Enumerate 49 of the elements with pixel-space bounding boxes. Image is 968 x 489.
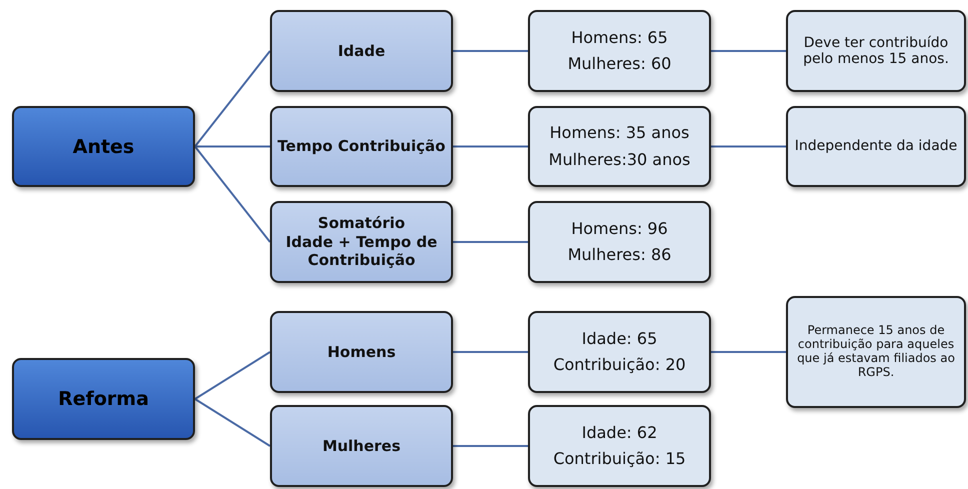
category-box bbox=[270, 10, 453, 92]
connector-line bbox=[453, 50, 528, 52]
box-text: Mulheres: 86 bbox=[568, 244, 672, 266]
box-text: Homens: 35 anos bbox=[550, 122, 690, 144]
box-text: Idade: 62 bbox=[582, 422, 658, 444]
category-box bbox=[270, 405, 453, 487]
value-box bbox=[528, 311, 711, 393]
connector-line bbox=[453, 445, 528, 447]
box-text: Reforma bbox=[58, 388, 149, 410]
connector-line bbox=[194, 50, 271, 148]
box-text: Contribuição: 20 bbox=[553, 354, 686, 376]
note-box bbox=[786, 296, 966, 408]
connector-line bbox=[711, 351, 786, 353]
box-text: Mulheres bbox=[322, 436, 401, 456]
connector-line bbox=[195, 146, 270, 148]
box-text: Mulheres: 60 bbox=[568, 53, 672, 75]
box-text: Deve ter contribuído pelo menos 15 anos. bbox=[802, 34, 950, 68]
connector-line bbox=[194, 351, 271, 400]
box-text: Homens bbox=[327, 342, 396, 362]
box-text: Idade: 65 bbox=[582, 328, 658, 350]
category-box bbox=[270, 106, 453, 187]
connector-line bbox=[194, 398, 271, 447]
root-box bbox=[12, 358, 195, 440]
connector-line bbox=[194, 146, 271, 243]
value-box bbox=[528, 405, 711, 487]
category-box bbox=[270, 311, 453, 393]
connector-line bbox=[453, 241, 528, 243]
note-box bbox=[786, 106, 966, 187]
box-text: Idade bbox=[338, 42, 386, 60]
connector-line bbox=[711, 146, 786, 148]
box-text: Idade + Tempo de Contribuição bbox=[284, 232, 438, 270]
value-box bbox=[528, 10, 711, 92]
note-box bbox=[786, 10, 966, 92]
box-text: Independente da idade bbox=[794, 138, 958, 155]
connector-line bbox=[453, 351, 528, 353]
value-box bbox=[528, 201, 711, 283]
box-text: Homens: 65 bbox=[571, 26, 668, 49]
connector-line bbox=[711, 50, 786, 52]
box-text: Homens: 96 bbox=[571, 218, 668, 240]
connector-line bbox=[453, 146, 528, 148]
box-text: Contribuição: 15 bbox=[553, 448, 686, 470]
box-text: Mulheres:30 anos bbox=[548, 148, 690, 170]
root-box bbox=[12, 106, 195, 187]
value-box bbox=[528, 106, 711, 187]
category-box bbox=[270, 201, 453, 283]
box-text: Antes bbox=[72, 136, 134, 158]
box-text: Somatório bbox=[318, 214, 406, 233]
box-text: Tempo Contribuição bbox=[278, 137, 446, 156]
box-text: Permanece 15 anos de contribuição para aqueles que já estavam filiados ao RGPS. bbox=[796, 324, 956, 380]
